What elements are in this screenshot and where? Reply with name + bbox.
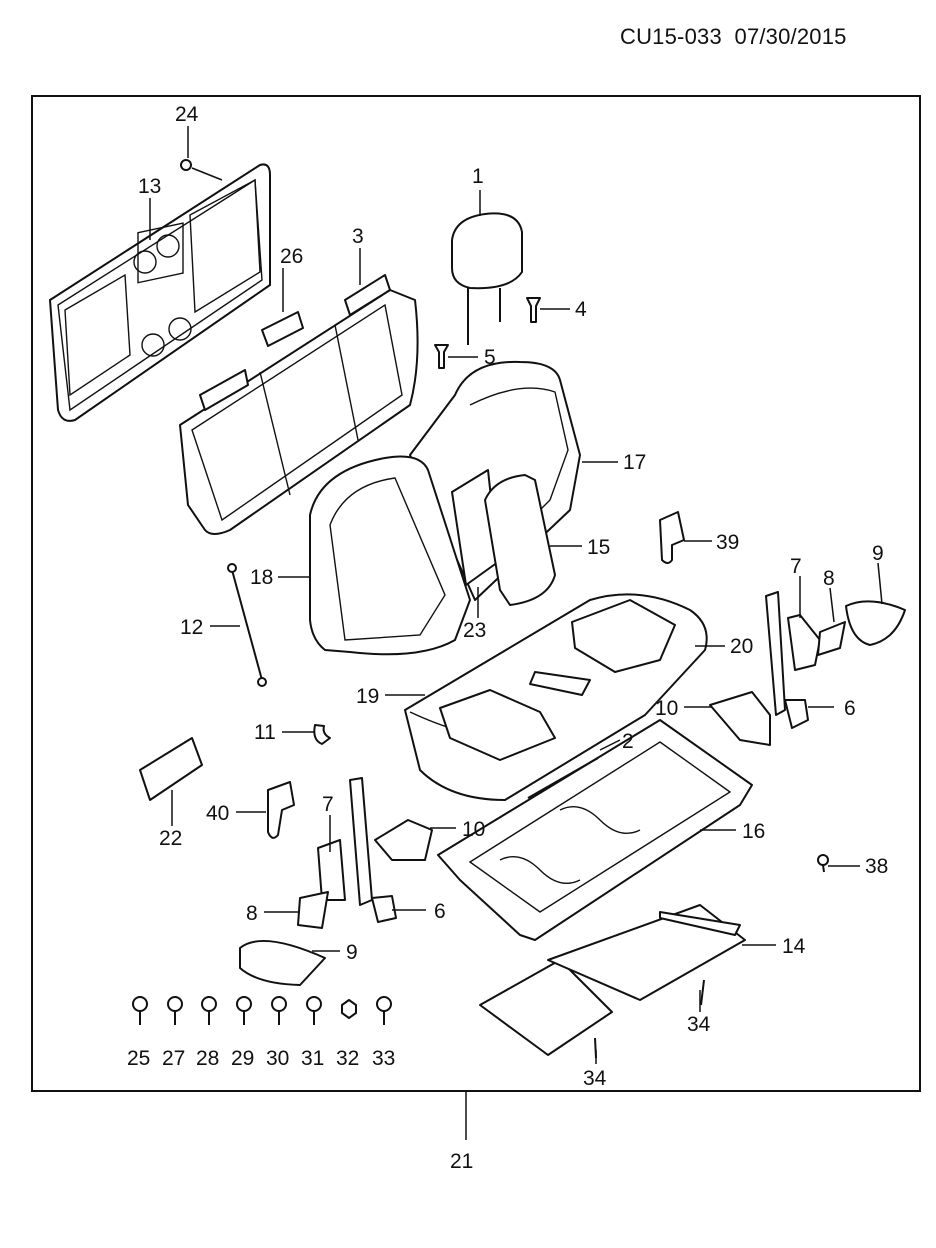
callout-6-right: 6 [844, 697, 856, 720]
left-hinge-part [239, 777, 433, 986]
diagram-header-code: CU15-033 07/30/2015 [620, 24, 847, 49]
callout-21: 21 [450, 1150, 473, 1173]
callout-4: 4 [575, 298, 587, 321]
callout-16: 16 [742, 820, 765, 843]
callout-9-left: 9 [346, 941, 358, 964]
callout-32: 32 [336, 1047, 359, 1070]
pad-26-part [261, 311, 304, 347]
callout-11: 11 [254, 721, 276, 744]
callout-19: 19 [356, 685, 379, 708]
callout-20: 20 [730, 635, 753, 658]
rod-12-part [227, 563, 267, 687]
guide-5-part [434, 344, 449, 369]
callout-31: 31 [301, 1047, 324, 1070]
callout-labels: 1 2 3 4 5 6 6 7 7 8 8 9 9 10 10 11 12 13… [127, 103, 888, 1173]
buckle-39-part [659, 511, 685, 564]
bolt-30-part [271, 996, 287, 1025]
callout-22: 22 [159, 827, 182, 850]
clip-24-part [180, 159, 223, 181]
bolt-31-part [306, 996, 322, 1025]
callout-6-left: 6 [434, 900, 446, 923]
callout-39: 39 [716, 531, 739, 554]
bolt-27-part [167, 996, 183, 1025]
buckle-40-part [267, 781, 295, 839]
callout-8-right: 8 [823, 567, 835, 590]
bolt-33-part [376, 996, 392, 1025]
callout-13: 13 [138, 175, 161, 198]
callout-10-right: 10 [655, 697, 678, 720]
clip-11-part [313, 724, 331, 745]
callout-14: 14 [782, 935, 806, 958]
callout-25: 25 [127, 1047, 150, 1070]
callout-27: 27 [162, 1047, 185, 1070]
callout-24: 24 [175, 103, 199, 126]
callout-38: 38 [865, 855, 888, 878]
armrest-15-part [484, 474, 556, 606]
rear-back-panel-part [49, 163, 271, 422]
callout-40: 40 [206, 802, 229, 825]
callout-7-left: 7 [322, 793, 334, 816]
bolt-25-part [132, 996, 148, 1025]
rod-2-part [527, 757, 599, 799]
callout-34-bottom: 34 [583, 1067, 607, 1090]
callout-17: 17 [623, 451, 646, 474]
seat-cushion-part [404, 593, 708, 801]
callout-33: 33 [372, 1047, 395, 1070]
diagram-frame [31, 95, 921, 1092]
back-cushion-18-part [309, 455, 471, 656]
nut-32-part [341, 999, 357, 1019]
callout-3: 3 [352, 225, 364, 248]
callout-29: 29 [231, 1047, 254, 1070]
right-hinge-part [709, 591, 906, 746]
leader-lines [149, 126, 883, 1064]
callout-26: 26 [280, 245, 303, 268]
callout-10-left: 10 [462, 818, 485, 841]
bolt-38-part [817, 854, 829, 873]
callout-5: 5 [484, 346, 496, 369]
headrest-part [451, 212, 523, 345]
seat-frame-16-part [437, 719, 753, 941]
bolt-28-part [201, 996, 217, 1025]
callout-1: 1 [472, 165, 484, 188]
callout-8-left: 8 [246, 902, 258, 925]
seat-track-14-part [479, 904, 746, 1056]
callout-34-right: 34 [687, 1013, 711, 1036]
callout-30: 30 [266, 1047, 289, 1070]
bolt-29-part [236, 996, 252, 1025]
seat-back-frame-part [179, 274, 419, 535]
callout-2: 2 [622, 730, 634, 753]
bolt-34-b-part [700, 979, 705, 1006]
guide-4-part [526, 297, 541, 323]
bolt-row-part [132, 996, 392, 1025]
callout-28: 28 [196, 1047, 219, 1070]
callout-9-right: 9 [872, 542, 884, 565]
callout-7-right: 7 [790, 555, 802, 578]
callout-18: 18 [250, 566, 273, 589]
callout-23: 23 [463, 619, 486, 642]
callout-15: 15 [587, 536, 610, 559]
tag-22-part [139, 737, 203, 801]
callout-12: 12 [180, 616, 203, 639]
